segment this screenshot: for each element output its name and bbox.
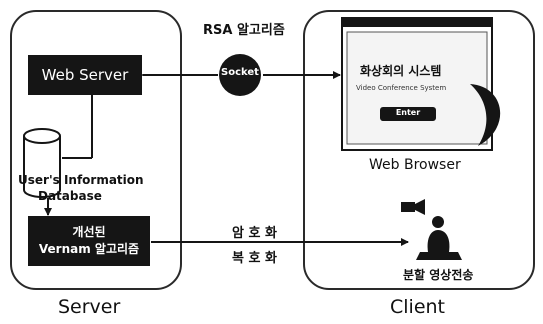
socket-label: Socket — [221, 67, 259, 78]
web-browser-label: Web Browser — [369, 157, 461, 173]
video-user-icon — [401, 199, 462, 260]
client-panel-label: Client — [390, 296, 446, 318]
web-server-box: Web Server — [28, 55, 142, 95]
web-server-label: Web Server — [41, 66, 129, 84]
database-cylinder-icon — [23, 128, 61, 198]
socket-node-shape — [219, 54, 261, 96]
browser-screen-button: Enter — [395, 108, 421, 117]
database-label-line2: Database — [38, 189, 102, 203]
decrypt-label: 복 호 화 — [232, 251, 277, 266]
rsa-algorithm-label: RSA 알고리즘 — [203, 23, 285, 38]
vernam-label-line2: Vernam 알고리즘 — [38, 242, 140, 256]
encrypt-label: 암 호 화 — [232, 226, 277, 241]
database-label-line1: User's Information — [18, 173, 144, 187]
server-panel-label: Server — [58, 296, 121, 318]
browser-screen-subtitle: Video Conference System — [356, 84, 447, 92]
video-transfer-label: 분할 영상전송 — [403, 268, 474, 282]
browser-screen-title: 화상회의 시스템 — [360, 64, 442, 78]
vernam-algorithm-box: 개선된 Vernam 알고리즘 — [28, 216, 150, 266]
browser-window-icon — [341, 17, 501, 151]
database-label: User's Information Database — [18, 172, 144, 204]
vernam-label-line1: 개선된 — [72, 225, 106, 239]
